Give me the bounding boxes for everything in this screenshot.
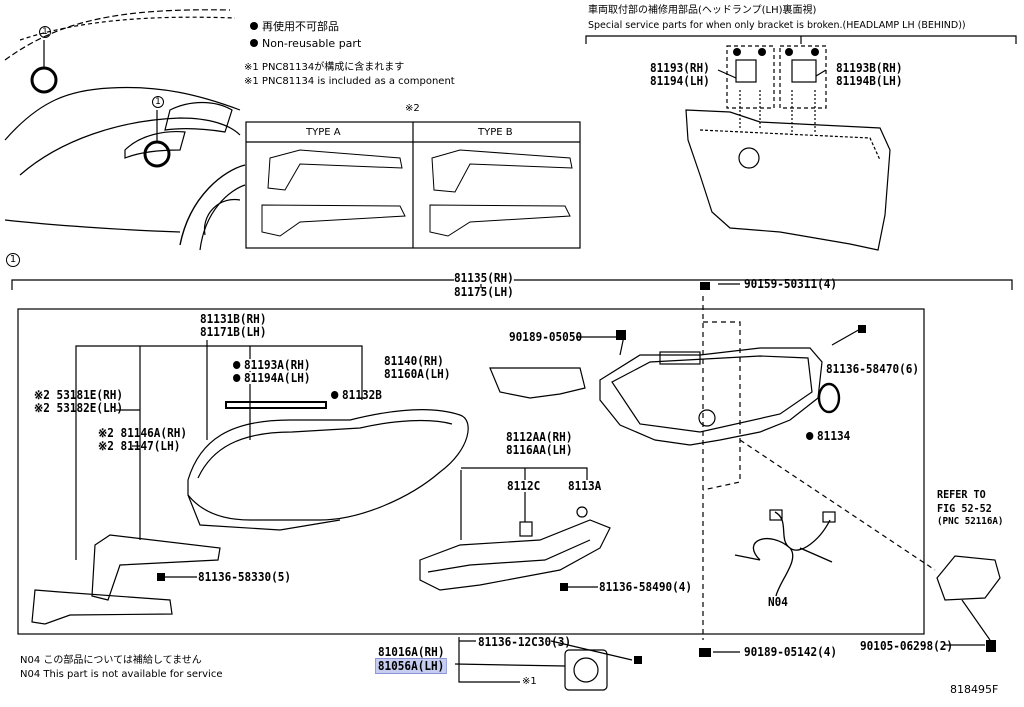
headlamp-housing: [599, 347, 823, 446]
callout-1-section: 1: [6, 253, 20, 267]
type-a-parts: [261, 149, 406, 237]
legend-note1-en: ※1 PNC81134 is included as a component: [244, 76, 455, 87]
filled-dot-icon: [806, 432, 814, 440]
part-81132b[interactable]: 81132B: [331, 389, 382, 401]
part-90105-06298[interactable]: 90105-06298(2): [860, 639, 954, 653]
part-53182e[interactable]: ※2 53182E(LH): [34, 401, 124, 415]
part-81193b[interactable]: 81193B(RH): [836, 61, 903, 75]
part-81146a[interactable]: ※2 81146A(RH): [98, 426, 188, 440]
part-8113a[interactable]: 8113A: [568, 479, 602, 493]
refer-line-2[interactable]: FIG 52-52: [937, 502, 992, 515]
refer-line-3: (PNC 52116A): [937, 516, 1004, 527]
part-81160a[interactable]: 81160A(LH): [384, 367, 451, 381]
note2-mark: ※2: [34, 388, 50, 402]
part-81136-58490[interactable]: 81136-58490(4): [599, 580, 693, 594]
part-81136-58330[interactable]: 81136-58330(5): [198, 570, 292, 584]
callout-1-top: 1: [39, 26, 51, 38]
part-81193a[interactable]: 81193A(RH): [233, 359, 311, 371]
part-n04[interactable]: N04: [768, 595, 788, 609]
part-81175[interactable]: 81175(LH): [454, 285, 514, 299]
footer-n04-jp: N04 この部品については補給してません: [20, 655, 202, 666]
part-90159-50311[interactable]: 90159-50311(4): [744, 277, 838, 291]
type-b-parts: [429, 149, 573, 237]
filled-dot-icon: [250, 22, 258, 30]
type-b-label: TYPE B: [478, 127, 513, 138]
part-8116aa[interactable]: 8116AA(LH): [506, 443, 573, 457]
note2-mark: ※2: [98, 426, 114, 440]
note1-mark: ※1: [522, 676, 537, 687]
filled-dot-icon: [233, 374, 241, 382]
part-81147[interactable]: ※2 81147(LH): [98, 439, 181, 453]
note2-mark: ※2: [405, 103, 420, 114]
refer-line-1: REFER TO: [937, 488, 986, 501]
part-81016a[interactable]: 81016A(RH): [378, 645, 445, 659]
part-81056a[interactable]: 81056A(LH): [375, 658, 448, 674]
part-81134[interactable]: 81134: [806, 430, 850, 442]
legend-note1-jp: ※1 PNC81134が構成に含まれます: [244, 62, 405, 73]
note2-mark: ※2: [34, 401, 50, 415]
part-81135[interactable]: 81135(RH): [454, 271, 514, 285]
part-53181e[interactable]: ※2 53181E(RH): [34, 388, 124, 402]
legend-nonreusable-en: Non-reusable part: [250, 38, 361, 49]
note2-mark: ※2: [98, 439, 114, 453]
part-81171b[interactable]: 81171B(LH): [200, 325, 267, 339]
part-8112aa[interactable]: 8112AA(RH): [506, 430, 573, 444]
part-81140[interactable]: 81140(RH): [384, 354, 444, 368]
filled-dot-icon: [331, 391, 339, 399]
type-a-label: TYPE A: [306, 127, 341, 138]
part-81131b[interactable]: 81131B(RH): [200, 312, 267, 326]
footer-n04-en: N04 This part is not available for servi…: [20, 669, 223, 680]
part-90189-05142[interactable]: 90189-05142(4): [744, 645, 838, 659]
car-front-sketch: [4, 9, 246, 251]
part-81194a[interactable]: 81194A(LH): [233, 372, 311, 384]
part-81136-58470[interactable]: 81136-58470(6): [826, 362, 920, 376]
part-81193[interactable]: 81193(RH): [650, 61, 710, 75]
part-81194[interactable]: 81194(LH): [650, 74, 710, 88]
figure-number: 818495F: [950, 683, 999, 696]
legend-nonreusable-jp: 再使用不可部品: [250, 21, 339, 32]
part-81194b[interactable]: 81194B(LH): [836, 74, 903, 88]
outer-lens: [187, 408, 469, 531]
part-8112c[interactable]: 8112C: [507, 479, 541, 493]
callout-circle-1: [30, 66, 58, 94]
part-81136-12c30[interactable]: 81136-12C30(3): [478, 635, 572, 649]
callout-circle-2: [143, 140, 171, 168]
callout-1-mid: 1: [152, 96, 164, 108]
filled-dot-icon: [250, 39, 258, 47]
part-90189-05050[interactable]: 90189-05050: [509, 330, 583, 344]
filled-dot-icon: [233, 361, 241, 369]
special-title-jp: 車両取付部の補修用部品(ヘッドランプ(LH)裏面視): [588, 5, 817, 16]
special-title-en: Special service parts for when only brac…: [588, 20, 966, 31]
